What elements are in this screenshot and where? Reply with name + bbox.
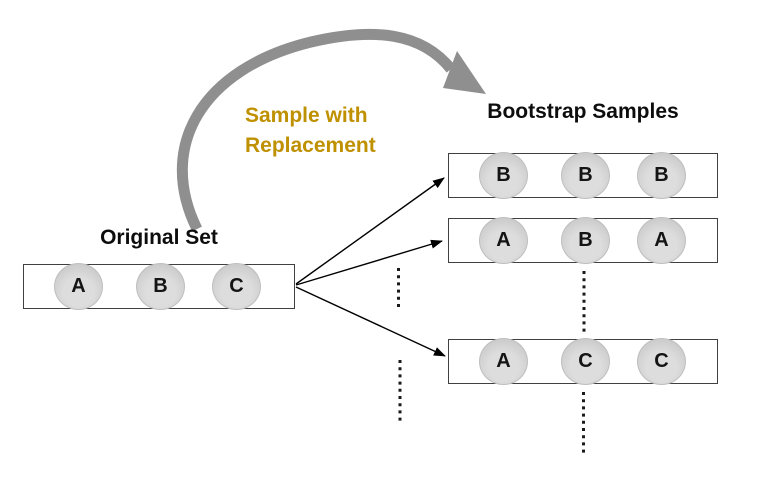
original-set-box: A B C [23,263,295,310]
original-item-circle-2: B [136,263,185,310]
sample3-item-circle-2: C [561,338,610,385]
annotation-line-1: Sample with [245,104,368,127]
bootstrap-sample-box-1: B B B [448,152,718,199]
arrow-to-sample-2 [295,239,443,286]
bootstrap-samples-label: Bootstrap Samples [487,100,679,123]
curved-arrow-shaft [176,28,456,232]
original-item-circle-1: A [54,263,103,310]
curved-arrow-icon [176,28,486,232]
bootstrap-sample-box-3: A C C [448,338,718,385]
sample1-item-circle-2: B [561,152,610,199]
sample3-item-circle-1: A [479,338,528,385]
curved-arrow-head [443,51,486,94]
sample2-item-circle-2: B [561,217,610,264]
sample3-item-circle-3: C [637,338,686,385]
bootstrap-sample-box-2: A B A [448,217,718,264]
arrow-to-sample-3 [295,286,446,357]
sample-with-replacement-label: Sample with Replacement [245,101,376,161]
arrow-to-sample-1 [295,177,445,285]
original-set-label: Original Set [100,226,218,249]
sample1-item-circle-3: B [637,152,686,199]
sample1-item-circle-1: B [479,152,528,199]
original-item-circle-3: C [212,263,261,310]
sample2-item-circle-3: A [637,217,686,264]
sample2-item-circle-1: A [479,217,528,264]
annotation-line-2: Replacement [245,134,376,157]
